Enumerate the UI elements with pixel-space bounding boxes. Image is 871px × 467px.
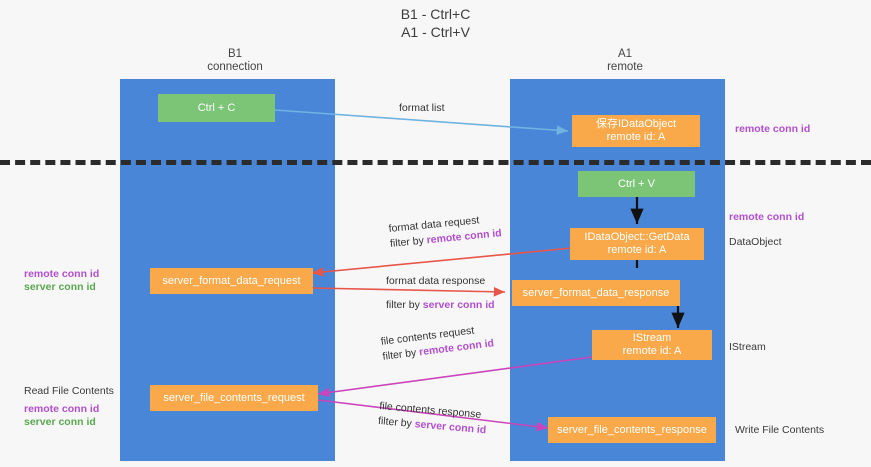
flow-label-format-data-response-group: format data response filter by server co… <box>386 274 495 313</box>
annotation-remote-conn-id-mid: remote conn id <box>729 211 805 223</box>
annotation-read-file-contents: Read File Contents <box>24 385 114 397</box>
box-ctrl-v[interactable]: Ctrl + V <box>578 171 695 197</box>
flow-label-format-list: format list <box>399 102 445 114</box>
flow-label-file-contents-request-group: file contents request filter by remote c… <box>380 321 495 364</box>
box-save-idataobject[interactable]: 保存IDataObject remote id: A <box>572 115 700 147</box>
box-server-file-contents-request[interactable]: server_file_contents_request <box>150 385 318 411</box>
diagram-title-line1: B1 - Ctrl+C <box>400 6 471 22</box>
box-server-file-contents-response[interactable]: server_file_contents_response <box>548 417 716 443</box>
flow-label-format-data-response-filter-prefix: filter by <box>386 299 423 311</box>
lane-header-a1: A1 remote <box>607 48 643 73</box>
box-idataobject-getdata[interactable]: IDataObject::GetData remote id: A <box>570 228 704 260</box>
flow-label-file-contents-response-filter-prefix: filter by <box>377 414 416 431</box>
flow-label-file-contents-response-group: file contents response filter by server … <box>377 399 488 438</box>
annotation-left-bottom-server-conn-id: server conn id <box>24 416 96 428</box>
box-server-format-data-request[interactable]: server_format_data_request <box>150 268 313 294</box>
flow-label-format-data-response-filter-value: server conn id <box>422 299 495 311</box>
box-ctrl-c[interactable]: Ctrl + C <box>158 94 275 122</box>
annotation-write-file-contents: Write File Contents <box>735 424 825 436</box>
flow-label-format-data-response: format data response <box>386 275 486 287</box>
phase-divider <box>0 160 871 165</box>
lane-header-b1: B1 connection <box>207 48 263 73</box>
box-server-format-data-response[interactable]: server_format_data_response <box>512 280 680 306</box>
annotation-dataobject: DataObject <box>729 236 782 248</box>
annotation-remote-conn-id-top: remote conn id <box>735 123 811 135</box>
box-istream[interactable]: IStream remote id: A <box>592 330 712 360</box>
annotation-istream: IStream <box>729 341 766 353</box>
flow-label-file-contents-request-filter-prefix: filter by <box>381 346 420 363</box>
annotation-left-remote-conn-id: remote conn id <box>24 268 100 280</box>
flow-label-format-data-request-group: format data request filter by remote con… <box>388 211 502 252</box>
diagram-title-line2: A1 - Ctrl+V <box>401 24 470 40</box>
annotation-left-bottom-remote-conn-id: remote conn id <box>24 403 100 415</box>
flow-label-format-data-request-filter-prefix: filter by <box>389 234 428 250</box>
annotation-left-server-conn-id: server conn id <box>24 281 96 293</box>
